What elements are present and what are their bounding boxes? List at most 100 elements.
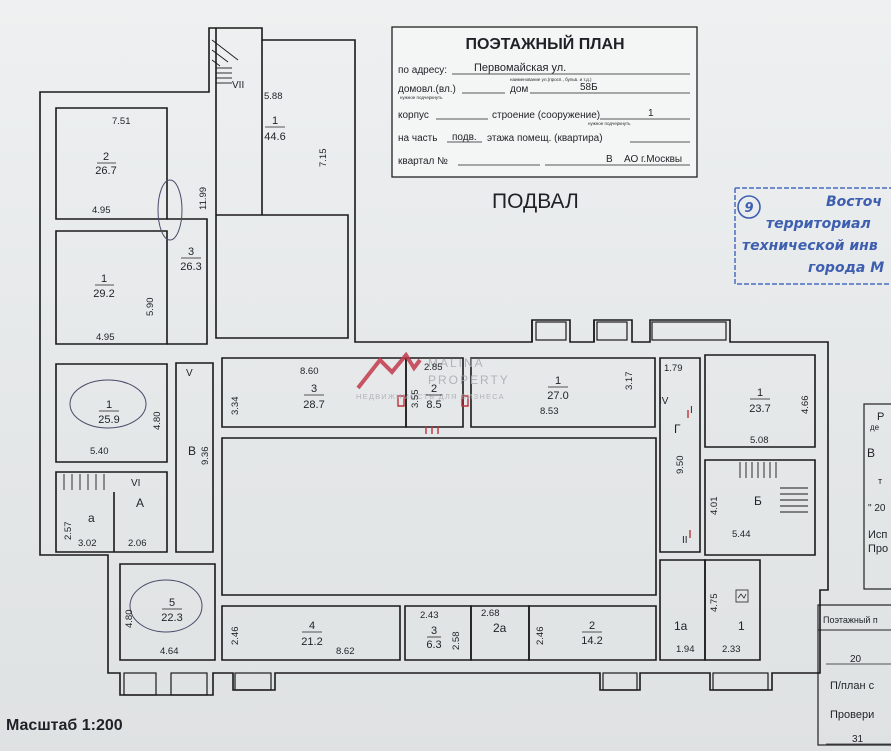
pen-circle-1 <box>69 379 147 429</box>
room-area: 26.7 <box>95 165 116 177</box>
chast-value: подв. <box>452 132 477 143</box>
roman-i: I <box>690 405 693 416</box>
dimension: 7.51 <box>112 116 131 127</box>
room-num: 4 <box>309 620 315 632</box>
space-letters: а А В Г Б 2а 1а 1 <box>88 422 762 635</box>
dom-value: 58Б <box>580 82 598 93</box>
red-marks <box>397 395 691 538</box>
right-box-l3: В <box>867 446 875 460</box>
right-box-l1: Р <box>877 411 884 423</box>
chast-label: на часть <box>398 133 437 144</box>
dimension: 5.40 <box>90 446 109 457</box>
stair-a-walls <box>55 471 168 553</box>
pen-circles <box>69 179 203 633</box>
okrug-value: В <box>606 154 613 165</box>
watermark: MALINA PROPERTY НЕДВИЖИМОСТЬ ДЛЯ БИЗНЕСА <box>356 351 510 401</box>
entrance-numerals: VII V VI IV II I <box>131 80 693 546</box>
dimension: 3.34 <box>230 397 241 416</box>
room-1b-walls <box>55 363 168 463</box>
room-num: 1 <box>555 375 561 387</box>
corridor-v-walls <box>175 362 214 553</box>
dimension: 5.90 <box>145 298 156 317</box>
room-area: 27.0 <box>547 390 568 402</box>
address-hint: наименование ул.(просп., бульв. и т.д.) <box>510 77 592 82</box>
room-2b-walls <box>405 357 464 428</box>
pen-circle-2 <box>157 179 183 241</box>
letter-1: 1 <box>738 619 745 633</box>
dimension: 5.88 <box>264 91 283 102</box>
right-box-l4: т <box>878 476 882 486</box>
roman-vii: VII <box>232 80 244 91</box>
room-area: 26.3 <box>180 261 201 273</box>
dimension: 2.46 <box>230 627 241 646</box>
house-label: домовл.(вл.) <box>398 84 456 95</box>
right-box-l5: " 20 <box>868 503 886 514</box>
header-form-title: ПОЭТАЖНЫЙ ПЛАН <box>465 34 624 53</box>
room-area: 6.3 <box>426 639 441 651</box>
room-num: 3 <box>311 383 317 395</box>
roman-v: V <box>186 368 193 379</box>
room-num: 3 <box>431 625 437 637</box>
corridor-g-walls <box>659 357 701 553</box>
right-box-l2: де <box>870 423 880 432</box>
letter-2a: 2а <box>493 621 507 635</box>
dimension: 1.79 <box>664 363 683 374</box>
dimension: 4.95 <box>92 205 111 216</box>
dimension: 4.80 <box>124 610 135 629</box>
room-2c-walls <box>528 605 657 661</box>
dimension: 3.02 <box>78 538 97 549</box>
dom-label: дом <box>510 84 528 95</box>
dimension: 4.64 <box>160 646 179 657</box>
stamp-line-2: территориал <box>766 216 871 232</box>
room-1c-walls <box>470 357 656 428</box>
dimensions: 7.51 4.95 11.99 5.90 4.95 4.80 5.40 2.57… <box>63 91 811 657</box>
room-area: 29.2 <box>93 288 114 300</box>
dimension: 4.66 <box>800 396 811 415</box>
letter-v: В <box>188 444 196 458</box>
dimension: 8.60 <box>300 366 319 377</box>
stamp-line-4: города М <box>808 260 884 276</box>
dimension: 7.15 <box>318 149 329 168</box>
watermark-tagline: НЕДВИЖИМОСТЬ ДЛЯ БИЗНЕСА <box>356 392 505 401</box>
room-area: 22.3 <box>161 612 182 624</box>
letter-b: Б <box>754 494 762 508</box>
korpus-label: корпус <box>398 110 429 121</box>
watermark-brand-2: PROPERTY <box>428 373 510 387</box>
room-area: 14.2 <box>581 635 602 647</box>
roman-ii: II <box>682 535 688 546</box>
dimension: 5.08 <box>750 435 769 446</box>
stair-lines <box>63 39 808 513</box>
dimension: 1.94 <box>676 644 695 655</box>
house-hint: нужное подчеркнуть <box>400 95 443 100</box>
inventory-stamp: 9 Восточ территориал технической инв гор… <box>734 187 891 285</box>
letter-a: А <box>136 496 144 510</box>
main-hall-walls <box>221 437 657 596</box>
dimension: 5.44 <box>732 529 751 540</box>
roman-iv: IV <box>659 396 669 407</box>
dimension: 3.17 <box>624 372 635 391</box>
dimension: 8.62 <box>336 646 355 657</box>
room-area: 25.9 <box>98 414 119 426</box>
room-3-left-walls <box>167 218 208 345</box>
dimension: 4.80 <box>152 412 163 431</box>
dimension: 2.46 <box>535 627 546 646</box>
dimension: 9.50 <box>675 456 686 475</box>
room-num: 1 <box>106 399 112 411</box>
stamp-number-circle <box>737 195 761 219</box>
right-form-fragment: Р де В т " 20 Исп Про Поэтажный п 20 П/п… <box>817 403 891 746</box>
kvartal-label: квартал № <box>398 156 448 167</box>
dimension: 2.57 <box>63 522 74 541</box>
dimension: 4.95 <box>96 332 115 343</box>
dimension: 2.85 <box>424 362 443 373</box>
pen-circle-3 <box>129 579 203 633</box>
right-form-pplan: П/план с <box>830 680 875 692</box>
room-area: 8.5 <box>426 399 441 411</box>
window-wells <box>123 321 769 696</box>
address-label: по адресу: <box>398 65 447 76</box>
watermark-brand-1: MALINA <box>428 356 485 370</box>
stroenie-label: строение (сооружение) <box>492 110 600 121</box>
room-area: 21.2 <box>301 636 322 648</box>
letter-g: Г <box>674 422 681 436</box>
room-num: 2 <box>589 620 595 632</box>
